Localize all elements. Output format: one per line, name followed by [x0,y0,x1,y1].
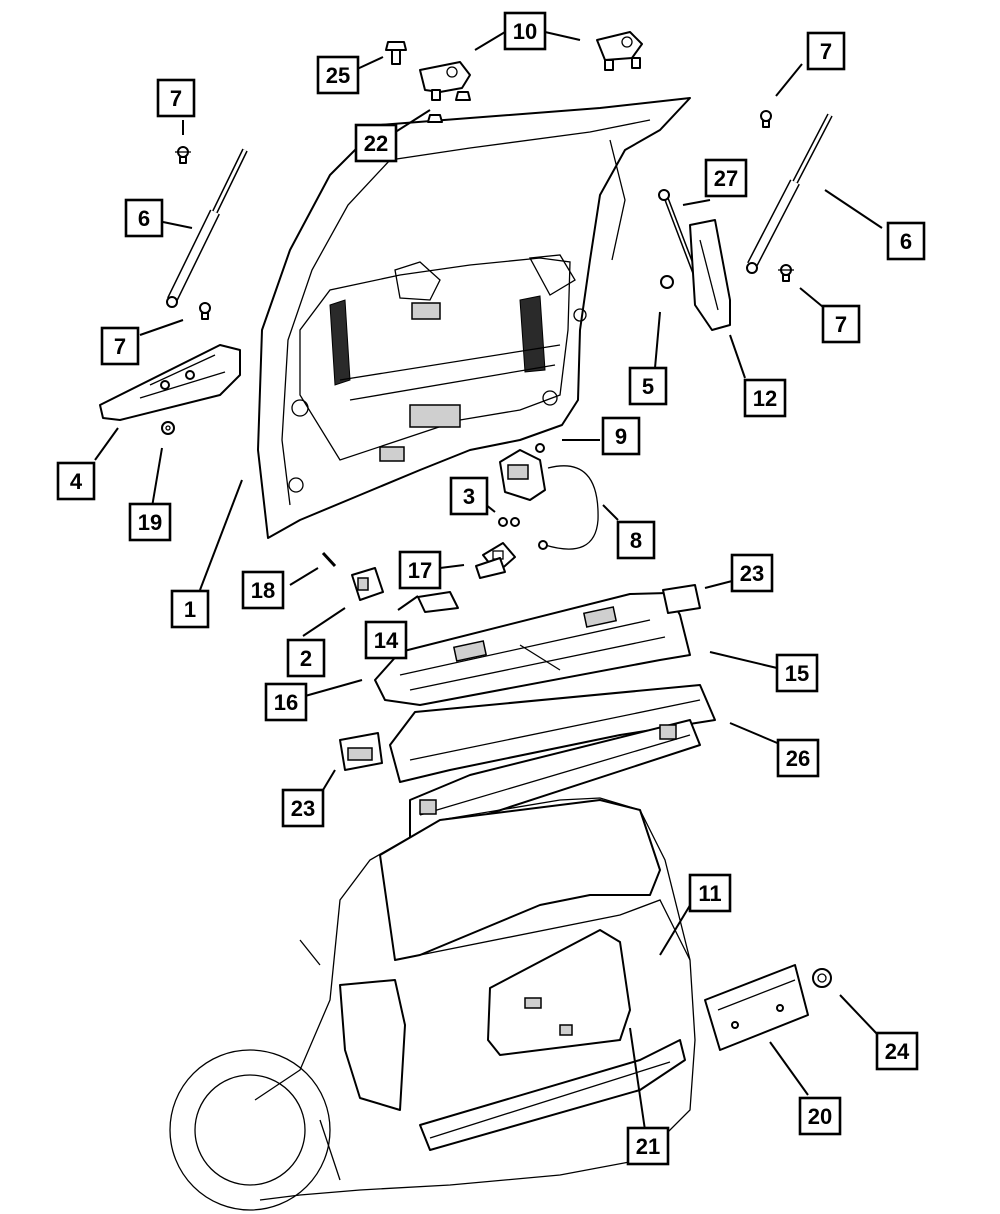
svg-text:1: 1 [184,597,196,622]
callout-20: 20 [798,1096,842,1136]
svg-text:18: 18 [251,578,275,603]
license-bracket [704,964,832,1051]
svg-text:12: 12 [753,386,777,411]
callout-18: 18 [241,570,285,610]
svg-text:17: 17 [408,558,432,583]
callout-24: 24 [875,1031,919,1071]
callout-4: 4 [56,461,96,501]
svg-text:5: 5 [642,374,654,399]
svg-text:23: 23 [740,561,764,586]
callout-27: 27 [704,158,748,198]
callout-19: 19 [128,502,172,542]
callout-15: 15 [775,653,819,693]
callout-7-mid-left: 7 [100,326,140,366]
callout-5: 5 [628,366,668,406]
bumpers [339,584,701,771]
latch-assembly [482,443,599,574]
svg-text:21: 21 [636,1134,660,1159]
callout-11: 11 [688,873,732,913]
svg-text:7: 7 [170,86,182,111]
callout-8: 8 [616,520,656,560]
svg-text:22: 22 [364,131,388,156]
svg-text:24: 24 [885,1039,910,1064]
callout-7-top-right: 7 [806,31,846,71]
svg-text:7: 7 [835,312,847,337]
callout-6-right: 6 [886,221,926,261]
svg-text:8: 8 [630,528,642,553]
small-parts [321,551,506,613]
callout-26: 26 [776,738,820,778]
callout-3: 3 [449,476,489,516]
hinge-parts [385,31,643,123]
svg-text:11: 11 [698,881,721,906]
vehicle-rear [169,797,696,1211]
callout-10: 10 [503,11,547,51]
callout-labels: 1 2 3 4 5 6 6 7 7 7 7 8 9 10 11 12 14 15… [56,11,926,1166]
callout-6-left: 6 [124,198,164,238]
svg-text:7: 7 [820,39,832,64]
svg-text:6: 6 [138,206,150,231]
svg-text:26: 26 [786,746,810,771]
svg-text:2: 2 [300,646,312,671]
callout-9: 9 [601,416,641,456]
callout-1: 1 [170,589,210,629]
svg-text:20: 20 [808,1104,832,1129]
gas-strut-left [166,148,248,308]
liftgate-panel [257,97,691,539]
callout-7-mid-right: 7 [821,304,861,344]
callout-22: 22 [354,123,398,163]
svg-text:14: 14 [374,628,399,653]
callout-12: 12 [743,378,787,418]
ball-stud-parts [175,110,794,320]
crossmember-upper [374,592,691,706]
svg-text:3: 3 [463,484,475,509]
svg-text:7: 7 [114,334,126,359]
handle-switch-bezel [99,344,241,421]
callout-16: 16 [264,682,308,722]
svg-text:27: 27 [714,166,738,191]
svg-text:4: 4 [70,469,83,494]
callout-23-right: 23 [730,553,774,593]
callout-23-left: 23 [281,788,325,828]
callout-2: 2 [286,638,326,678]
liftgate-actuator [658,189,731,331]
callout-14: 14 [364,620,408,660]
gas-strut-right [746,113,833,274]
svg-text:19: 19 [138,510,162,535]
push-clip [161,421,175,435]
callout-7-top-left: 7 [156,78,196,118]
callout-21: 21 [626,1126,670,1166]
svg-text:15: 15 [785,661,809,686]
callout-17: 17 [398,550,442,590]
svg-text:9: 9 [615,424,627,449]
svg-text:10: 10 [513,19,537,44]
svg-text:16: 16 [274,690,298,715]
svg-text:23: 23 [291,796,315,821]
svg-text:6: 6 [900,229,912,254]
svg-text:25: 25 [326,63,350,88]
callout-25: 25 [316,55,360,95]
